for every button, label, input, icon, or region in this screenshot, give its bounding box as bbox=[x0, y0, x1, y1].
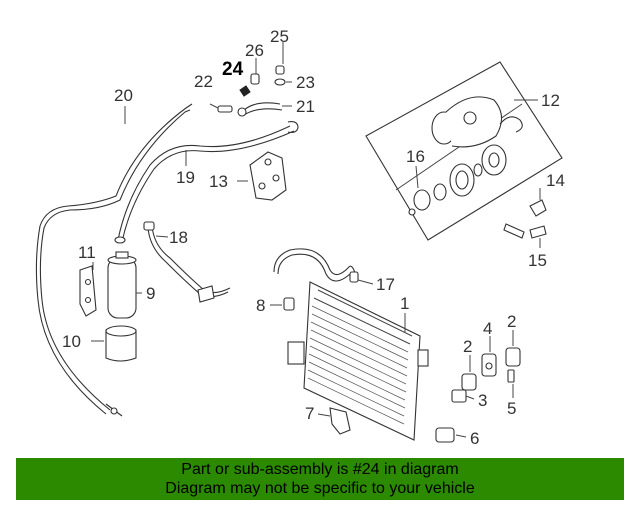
pad-6 bbox=[435, 427, 455, 443]
receiver-drier-9 bbox=[107, 251, 137, 319]
callout-4: 4 bbox=[483, 319, 492, 338]
banner-disclaimer-text: Diagram may not be specific to your vehi… bbox=[165, 480, 475, 497]
fitting-24 bbox=[239, 85, 251, 97]
callout-2-left: 2 bbox=[463, 337, 472, 356]
callout-25: 25 bbox=[270, 27, 289, 46]
callout-26: 26 bbox=[245, 41, 264, 60]
callout-21: 21 bbox=[296, 97, 315, 116]
fitting-26 bbox=[250, 73, 260, 85]
hose-17 bbox=[273, 248, 359, 283]
callout-19: 19 bbox=[176, 168, 195, 187]
clutch-16 bbox=[408, 144, 507, 216]
cap-2-right bbox=[505, 347, 521, 367]
cap-2-left bbox=[461, 373, 477, 391]
bracket-13 bbox=[249, 151, 287, 201]
fitting-22 bbox=[217, 105, 233, 113]
callout-16: 16 bbox=[406, 147, 425, 166]
callout-12: 12 bbox=[541, 91, 560, 110]
callout-2-right: 2 bbox=[507, 312, 516, 331]
valve-4 bbox=[481, 353, 497, 377]
hose-19 bbox=[114, 121, 299, 244]
hose-21 bbox=[237, 102, 283, 117]
banner-part-text: Part or sub-assembly is #24 in diagram bbox=[181, 461, 459, 478]
fitting-25 bbox=[275, 65, 285, 75]
callout-23: 23 bbox=[296, 73, 315, 92]
condenser-1 bbox=[287, 281, 429, 441]
callout-20: 20 bbox=[114, 86, 133, 105]
bracket-8 bbox=[283, 297, 295, 311]
callout-5: 5 bbox=[507, 399, 516, 418]
callout-11: 11 bbox=[78, 243, 96, 262]
callout-17: 17 bbox=[376, 275, 395, 294]
callout-3: 3 bbox=[478, 391, 487, 410]
callout-14: 14 bbox=[546, 171, 565, 190]
compressor-assembly-12 bbox=[365, 61, 563, 241]
callout-9: 9 bbox=[146, 284, 155, 303]
leader-lines bbox=[91, 42, 541, 438]
callout-6: 6 bbox=[470, 429, 479, 448]
hose-18 bbox=[143, 221, 231, 303]
callout-13: 13 bbox=[209, 172, 228, 191]
callout-15: 15 bbox=[528, 251, 547, 270]
sensor-15 bbox=[503, 223, 547, 239]
screw-5 bbox=[507, 369, 515, 383]
callout-24: 24 bbox=[222, 59, 244, 80]
callout-7: 7 bbox=[305, 404, 314, 423]
clamp-10 bbox=[105, 325, 137, 362]
fitting-23 bbox=[274, 78, 286, 86]
bracket-11 bbox=[79, 265, 97, 317]
switch-14 bbox=[529, 199, 547, 217]
callout-8: 8 bbox=[256, 296, 265, 315]
callout-22: 22 bbox=[194, 72, 213, 91]
callout-10: 10 bbox=[62, 332, 81, 351]
bracket-7 bbox=[329, 407, 351, 435]
callout-18: 18 bbox=[169, 228, 188, 247]
info-banner: Part or sub-assembly is #24 in diagram D… bbox=[16, 458, 624, 500]
hose-20 bbox=[35, 103, 193, 417]
valve-3 bbox=[451, 389, 467, 403]
callout-1: 1 bbox=[400, 294, 409, 313]
